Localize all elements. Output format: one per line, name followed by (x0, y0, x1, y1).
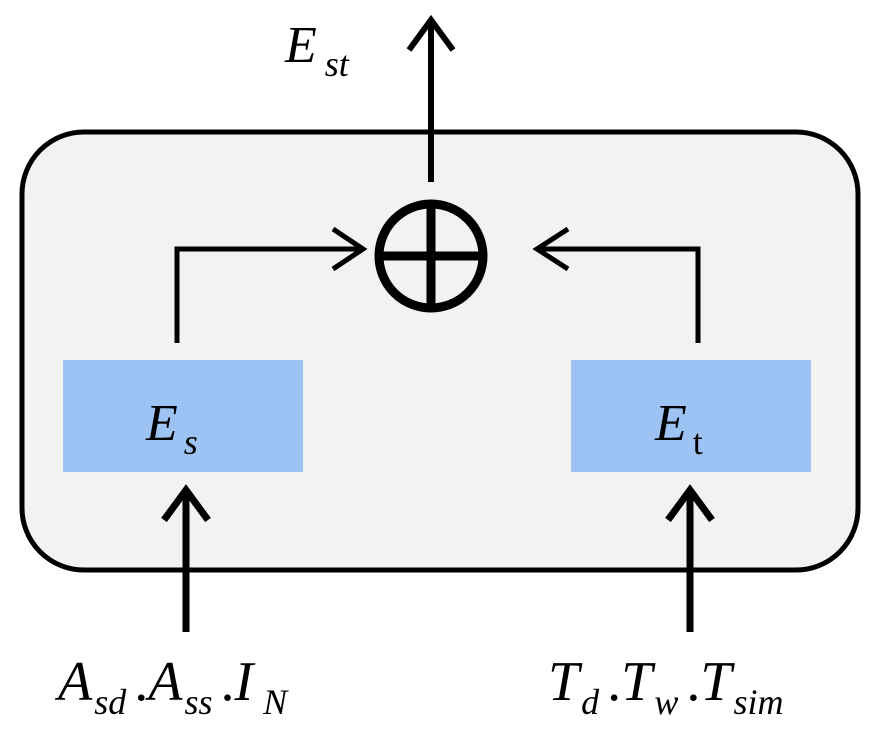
temporal-input-3-sub: sim (733, 682, 783, 722)
spatial-input-sep-1: . (134, 651, 148, 713)
temporal-input-2-sub: w (654, 682, 678, 722)
spatial-input-3-sub: N (262, 682, 289, 722)
temporal-input-sep-1: . (607, 651, 621, 713)
temporal-input-sep-2: . (686, 651, 700, 713)
fusion-container (19, 129, 861, 573)
temporal-input-1-main: T (548, 651, 583, 713)
spatial-to-sum-arrow (174, 226, 368, 343)
spatial-embedding-block (63, 360, 303, 472)
output-arrow (406, 14, 456, 182)
temporal-block-main: E (654, 395, 687, 452)
temporal-input-arrow (665, 484, 715, 632)
spatial-input-2-main: A (144, 651, 183, 713)
temporal-input-2-main: T (621, 651, 656, 713)
spatial-block-main: E (145, 395, 178, 452)
output-main: E (284, 17, 317, 74)
temporal-input-label: Td.Tw.Tsim (548, 651, 784, 722)
spatial-input-3-main: I (233, 651, 255, 713)
temporal-to-sum-arrow (532, 226, 701, 343)
spatial-input-arrow (161, 484, 211, 632)
temporal-embedding-block (571, 360, 811, 472)
spatial-block-sub: s (184, 422, 198, 462)
spatial-input-1-sub: sd (94, 682, 127, 722)
spatial-input-1-main: A (54, 651, 93, 713)
sum-operator-icon (374, 199, 488, 313)
output-sub: st (325, 44, 350, 84)
temporal-input-1-sub: d (581, 682, 600, 722)
temporal-block-sub: t (693, 422, 703, 462)
spatial-input-sep-2: . (220, 651, 234, 713)
temporal-input-3-main: T (700, 651, 735, 713)
spatial-input-2-sub: ss (184, 682, 212, 722)
